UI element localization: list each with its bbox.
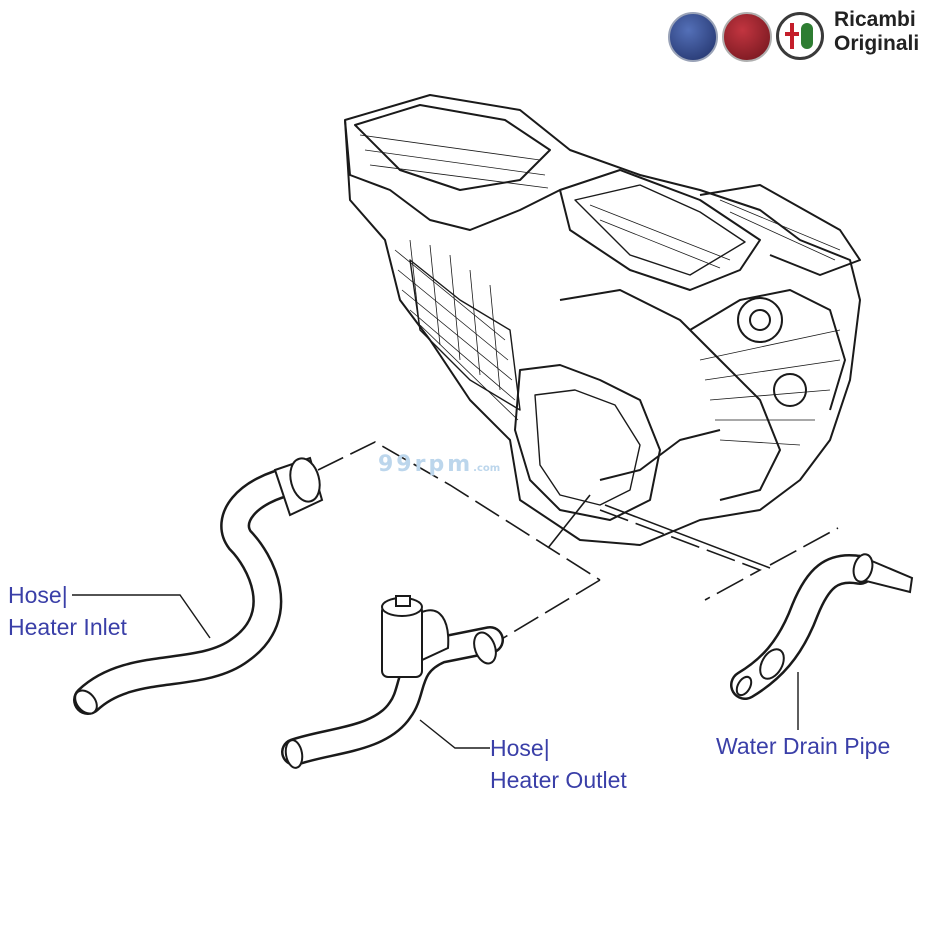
label-heater-inlet-line1: Hose| [8, 582, 68, 608]
watermark-text: 99rpm [378, 452, 474, 477]
callout-leaders [72, 594, 799, 749]
brand-line-1: Ricambi [834, 8, 916, 31]
alfa-romeo-logo [776, 12, 824, 60]
hose-heater-inlet [73, 456, 324, 715]
label-heater-inlet-line2: Heater Inlet [8, 614, 127, 640]
leader-lines [317, 441, 839, 641]
alfa-romeo-serpent-icon [801, 23, 813, 49]
watermark: 99rpm.com [378, 452, 500, 477]
alfa-romeo-cross-icon [785, 23, 799, 49]
watermark-suffix: .com [473, 463, 501, 474]
label-heater-inlet[interactable]: Hose| Heater Inlet [8, 581, 127, 641]
housing-grid [359, 134, 841, 446]
label-heater-outlet-line2: Heater Outlet [490, 767, 627, 793]
label-heater-outlet-line1: Hose| [490, 735, 550, 761]
label-water-drain-pipe-line1: Water Drain Pipe [716, 733, 891, 759]
fiat-logo [722, 12, 772, 62]
water-drain-pipe [730, 553, 914, 700]
lancia-logo [668, 12, 718, 62]
label-water-drain-pipe[interactable]: Water Drain Pipe [716, 732, 890, 760]
hvac-housing [344, 94, 861, 546]
hose-heater-outlet [281, 595, 504, 769]
brand-line-2: Originali [834, 32, 920, 55]
label-heater-outlet[interactable]: Hose| Heater Outlet [490, 734, 627, 794]
